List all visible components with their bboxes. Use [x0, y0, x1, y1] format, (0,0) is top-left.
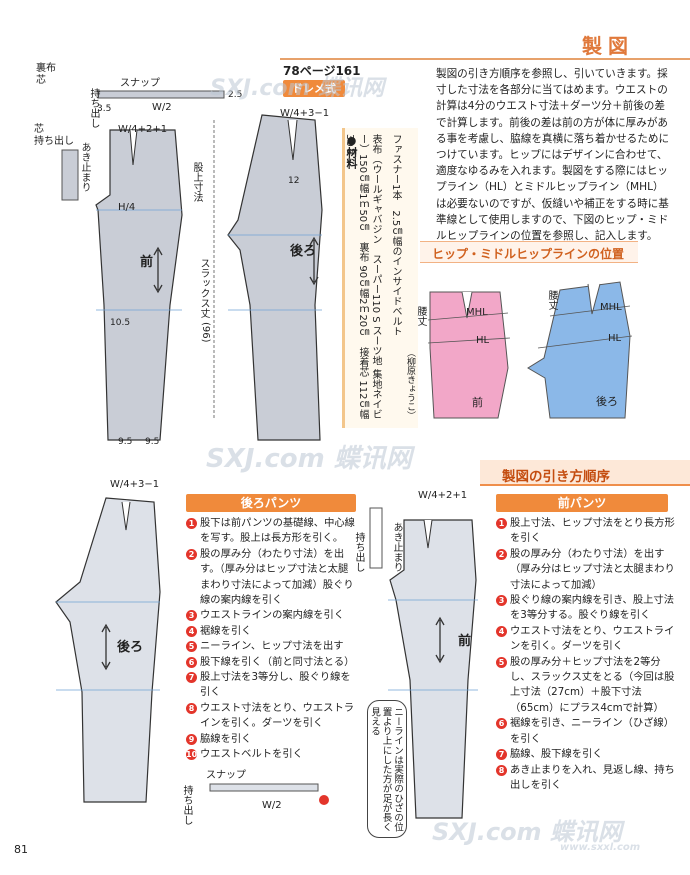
front-diagram-w: W/4+2+1 [418, 490, 468, 501]
knee-note: ニーラインは実際のひざの位置より上にした方が足が長く見える [369, 707, 403, 832]
dim-6: 12 [288, 176, 300, 186]
label-slacks-val: (96) [200, 322, 211, 343]
label-akidomari-front: あき止まり [391, 522, 402, 572]
hip-section-title: ヒップ・ミドルヒップラインの位置 [432, 247, 625, 261]
main-pattern-diagram [61, 90, 323, 441]
dim-2: 2.5 [228, 90, 243, 100]
materials-box: ●材料 表布（ウールギャバジン スーパー110 S スーツ地 集地ネイビー）15… [342, 128, 418, 428]
watermark-top: SXJ.com 蝶讯网 [210, 76, 385, 101]
back-diagram-w: W/4+3−1 [110, 479, 160, 490]
hip-waist-back: 腰丈 [546, 290, 557, 310]
order-section-title: 製図の引き方順序 [502, 469, 610, 485]
materials-line-2: ファスナー1本 2.5㎝幅のインサイドベルト [390, 134, 401, 337]
front-diagram-label: 前 [458, 634, 472, 649]
label-slacks-len: スラックス丈 [198, 258, 209, 318]
header-rule [280, 58, 690, 60]
label-akidomari-top: あき止まり [79, 142, 90, 192]
label-back-leg: 後ろ [290, 244, 317, 259]
label-w-half-bottom: W/2 [262, 800, 282, 811]
ref-page: 78ページ161 [283, 64, 361, 78]
front-pants-diagram [369, 507, 478, 819]
hip-front-label: 前 [472, 396, 483, 409]
materials-heading: ●材料 [345, 134, 358, 169]
materials-credit: （柳原きょうこ） [405, 348, 415, 420]
watermark-url: www.sxxl.com [560, 842, 641, 853]
page-title: 製図 [582, 34, 634, 58]
label-w-front: W/4+2+1 [118, 124, 168, 135]
hip-waist-front: 腰丈 [415, 306, 426, 326]
label-h: H/4 [118, 202, 136, 213]
hip-back-shape [527, 281, 631, 419]
label-hip-depth: 股上寸法 [191, 162, 202, 202]
label-mochidashi-bottom: 持ち出し [181, 785, 192, 825]
label-snap-bottom: スナップ [206, 770, 246, 781]
label-w-back: W/4+3−1 [280, 108, 330, 119]
label-front-leg: 前 [140, 255, 154, 270]
back-pants-diagram [55, 497, 161, 803]
label-mochidashi-front: 持ち出し [353, 532, 364, 572]
order-section-header: 製図の引き方順序 [480, 460, 690, 486]
materials-line-1: 表布（ウールギャバジン スーパー110 S スーツ地 集地ネイビー）150㎝幅1… [344, 134, 381, 420]
dim-1: 3.5 [97, 104, 112, 114]
knee-note-box: ニーラインは実際のひざの位置より上にした方が足が長く見える [367, 700, 407, 838]
hip-line-diagram [427, 281, 633, 419]
label-lining-interfacing: 裏布 芯 [36, 63, 56, 86]
back-pants-title: 後ろパンツ [186, 494, 356, 512]
hip-hl-front: HL [476, 335, 490, 346]
hip-back-label: 後ろ [596, 395, 618, 408]
label-w-half: W/2 [152, 102, 172, 113]
back-pants-shape [227, 114, 323, 441]
label-mochidashi-shin: 芯 持ち出し [34, 124, 74, 147]
label-snap-top: スナップ [120, 78, 160, 89]
back-diagram-label: 後ろ [117, 640, 144, 655]
watermark-middle: SXJ.com 蝶讯网 [206, 444, 412, 474]
page-header: 製図 [0, 26, 690, 60]
hip-mhl-front: MHL [466, 307, 488, 318]
back-waistband-diagram [209, 783, 329, 805]
dim-5: 9.5 [145, 437, 160, 447]
front-pants-title: 前パンツ [496, 494, 668, 512]
watermark-bottom: SXJ.com 蝶讯网 [432, 818, 622, 846]
label-mochidashi-top: 持ち出し [88, 88, 99, 128]
front-pants-shape [95, 129, 183, 441]
page-number: 81 [14, 843, 28, 856]
dim-4: 9.5 [118, 437, 133, 447]
hip-front-shape [429, 291, 509, 419]
mochidashi-piece [61, 149, 79, 201]
dim-3: 10.5 [110, 318, 131, 328]
hip-section-header: ヒップ・ミドルヒップラインの位置 [420, 241, 638, 263]
style-tag: ドレメ式 [283, 80, 345, 97]
intro-paragraph: 製図の引き方順序を参照し、引いていきます。採寸した寸法を各部分に当てはめます。ウ… [436, 68, 670, 243]
hip-hl-back: HL [608, 333, 622, 344]
hip-mhl-back: MHL [600, 302, 622, 313]
waistband-strip [97, 90, 225, 99]
